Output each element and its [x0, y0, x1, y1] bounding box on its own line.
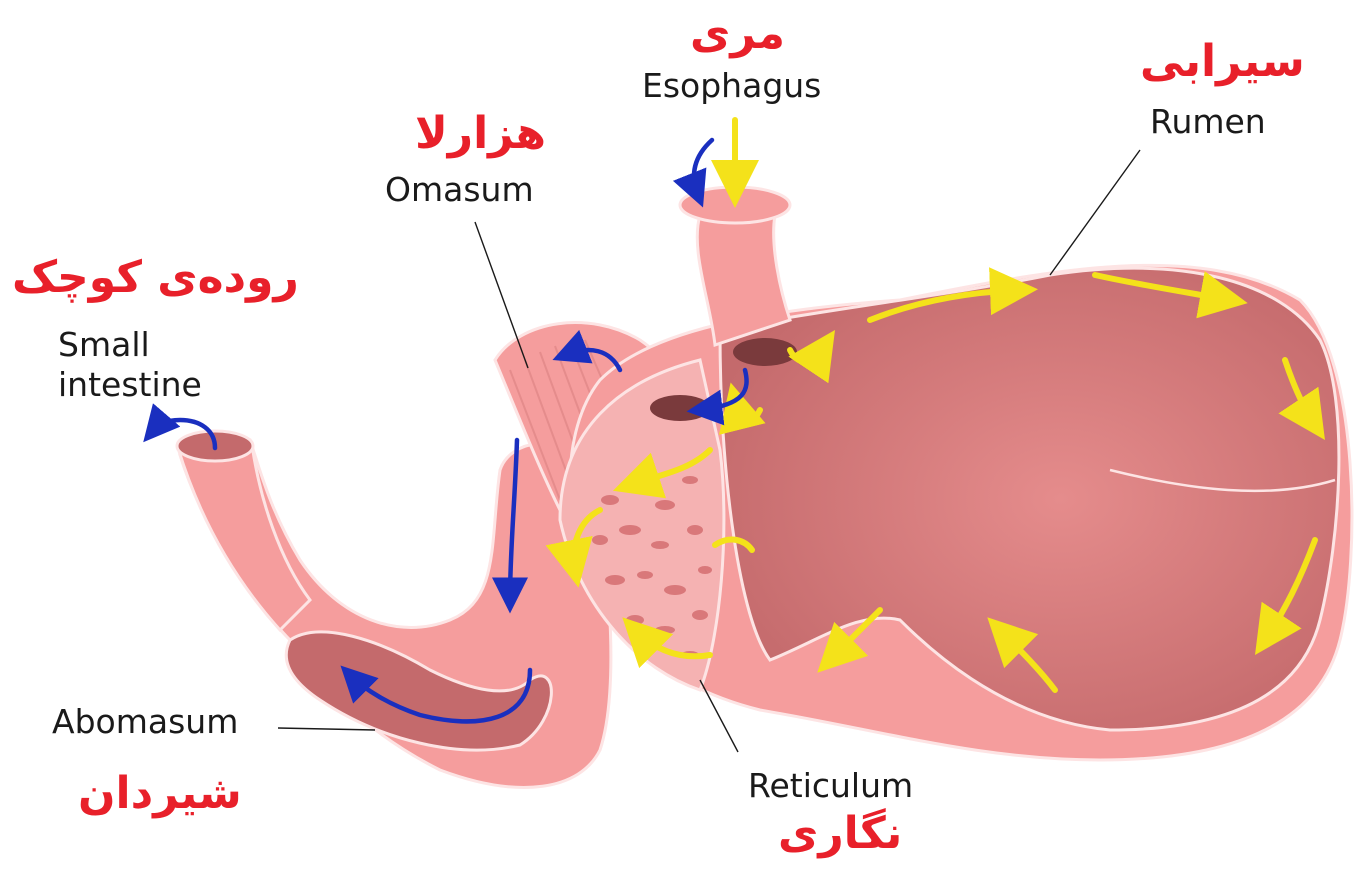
reticulum-label: Reticulum [748, 768, 913, 805]
small-intestine-label-line1: Small [58, 327, 150, 364]
small-intestine-organ [177, 431, 310, 630]
esophagus-label-ku: مری [690, 12, 785, 56]
abomasum-leader-line [278, 728, 375, 730]
omasum-label-ku: هزارلا [415, 112, 546, 156]
esophagus-label: Esophagus [642, 68, 821, 105]
small-intestine-label-line2: intestine [58, 367, 202, 404]
abomasum-label-ku: شیردان [78, 772, 242, 816]
omasum-label: Omasum [385, 172, 534, 209]
reticulum-label-ku: نگاری [778, 812, 902, 856]
small-intestine-label-ku: رودەی کوچک [12, 256, 299, 300]
abomasum-label: Abomasum [52, 704, 238, 741]
rumen-label-ku: سیرابی [1140, 40, 1305, 84]
rumen-leader-line [1050, 150, 1140, 275]
rumen-label: Rumen [1150, 104, 1266, 141]
omasum-leader-line [475, 222, 528, 368]
